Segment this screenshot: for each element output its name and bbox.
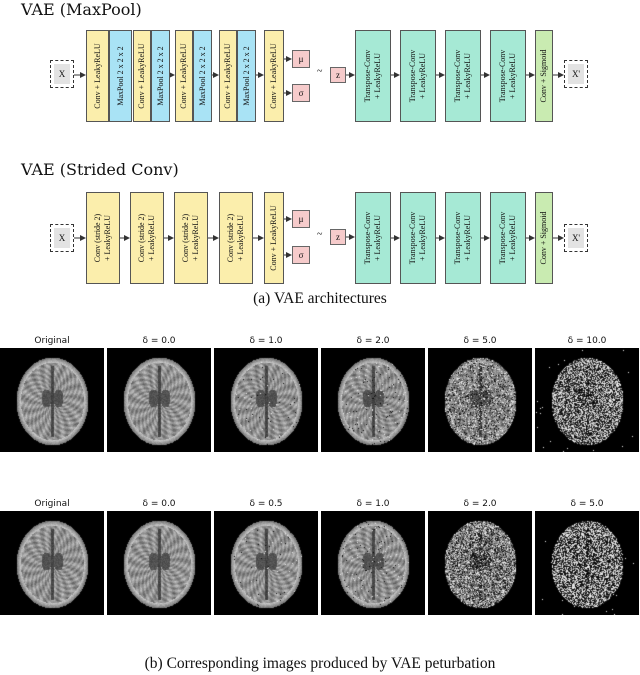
strided-output-node: X' xyxy=(564,224,588,252)
strided-sampling-tilde: ~ xyxy=(317,229,323,240)
row1-brain-image-3 xyxy=(321,348,425,452)
row2-brain-image-5 xyxy=(535,511,639,615)
brain-mri-slice xyxy=(321,511,425,615)
brain-mri-slice xyxy=(535,511,639,615)
brain-mri-slice xyxy=(107,511,211,615)
maxpool-output-label: X' xyxy=(568,64,584,84)
brain-mri-slice xyxy=(0,511,104,615)
row2-label-5: δ = 5.0 xyxy=(570,499,604,509)
strided-enc-block-4: Conv + LeakyReLU xyxy=(264,192,284,284)
maxpool-sampling-tilde: ~ xyxy=(317,66,323,77)
maxpool-z-node: z xyxy=(330,67,346,83)
brain-mri-slice xyxy=(214,348,318,452)
maxpool-dec-block-3: Transpose-Conv+ LeakyReLU xyxy=(490,30,526,122)
maxpool-enc-block-5: MaxPool 2 x 2 x 2 xyxy=(193,30,212,122)
strided-input-node: X xyxy=(50,224,74,252)
caption-a: (a) VAE architectures xyxy=(253,290,387,307)
strided-z-node: z xyxy=(330,229,346,245)
row2-label-4: δ = 2.0 xyxy=(463,499,497,509)
row1-label-4: δ = 5.0 xyxy=(463,336,497,346)
row1-brain-image-0 xyxy=(0,348,104,452)
row1-brain-image-1 xyxy=(107,348,211,452)
maxpool-input-label: X xyxy=(54,64,70,84)
maxpool-enc-block-0: Conv + LeakyReLU xyxy=(86,30,109,122)
row1-label-3: δ = 2.0 xyxy=(356,336,390,346)
row2-label-0: Original xyxy=(34,499,70,509)
strided-dec-block-4: Conv + Sigmoid xyxy=(535,192,553,284)
row1-label-2: δ = 1.0 xyxy=(249,336,283,346)
strided-dec-block-0: Transpose-Conv+ LeakyReLU xyxy=(355,192,391,284)
row2-label-3: δ = 1.0 xyxy=(356,499,390,509)
row2-label-2: δ = 0.5 xyxy=(249,499,283,509)
arrow-layer xyxy=(74,56,564,258)
row2-brain-image-3 xyxy=(321,511,425,615)
strided-enc-block-2: Conv (stride 2)+ LeakyReLU xyxy=(174,192,208,284)
maxpool-enc-block-6: Conv + LeakyReLU xyxy=(219,30,237,122)
strided-dec-block-2: Transpose-Conv+ LeakyReLU xyxy=(445,192,481,284)
maxpool-enc-block-2: Conv + LeakyReLU xyxy=(133,30,151,122)
maxpool-dec-block-4: Conv + Sigmoid xyxy=(535,30,553,122)
maxpool-enc-block-7: MaxPool 2 x 2 x 2 xyxy=(237,30,256,122)
row1-brain-image-5 xyxy=(535,348,639,452)
row1-label-5: δ = 10.0 xyxy=(567,336,607,346)
row1-brain-image-2 xyxy=(214,348,318,452)
maxpool-enc-block-3: MaxPool 2 x 2 x 2 xyxy=(151,30,170,122)
brain-mri-slice xyxy=(214,511,318,615)
strided-mu-node: μ xyxy=(292,210,310,228)
brain-mri-slice xyxy=(535,348,639,452)
strided-title: VAE (Strided Conv) xyxy=(21,160,179,179)
maxpool-enc-block-4: Conv + LeakyReLU xyxy=(175,30,193,122)
brain-mri-slice xyxy=(321,348,425,452)
row2-brain-image-0 xyxy=(0,511,104,615)
maxpool-mu-node: μ xyxy=(292,50,310,68)
maxpool-dec-block-2: Transpose-Conv+ LeakyReLU xyxy=(445,30,481,122)
row1-label-0: Original xyxy=(34,336,70,346)
strided-sigma-node: σ xyxy=(292,246,310,264)
row1-label-1: δ = 0.0 xyxy=(142,336,176,346)
maxpool-input-node: X xyxy=(50,60,74,88)
maxpool-sigma-node: σ xyxy=(292,84,310,102)
row1-brain-image-4 xyxy=(428,348,532,452)
brain-mri-slice xyxy=(0,348,104,452)
maxpool-title: VAE (MaxPool) xyxy=(21,0,142,19)
brain-mri-slice xyxy=(428,348,532,452)
strided-enc-block-1: Conv (stride 2)+ LeakyReLU xyxy=(130,192,164,284)
maxpool-enc-block-1: MaxPool 2 x 2 x 2 xyxy=(109,30,132,122)
brain-mri-slice xyxy=(428,511,532,615)
brain-mri-slice xyxy=(107,348,211,452)
row2-brain-image-2 xyxy=(214,511,318,615)
maxpool-enc-block-8: Conv + LeakyReLU xyxy=(264,30,284,122)
strided-input-label: X xyxy=(54,228,70,248)
maxpool-dec-block-1: Transpose-Conv+ LeakyReLU xyxy=(400,30,436,122)
maxpool-output-node: X' xyxy=(564,60,588,88)
strided-enc-block-3: Conv (stride 2)+ LeakyReLU xyxy=(219,192,253,284)
strided-dec-block-3: Transpose-Conv+ LeakyReLU xyxy=(490,192,526,284)
row2-brain-image-1 xyxy=(107,511,211,615)
row2-brain-image-4 xyxy=(428,511,532,615)
caption-b: (b) Corresponding images produced by VAE… xyxy=(144,655,496,672)
maxpool-dec-block-0: Transpose-Conv+ LeakyReLU xyxy=(355,30,391,122)
strided-enc-block-0: Conv (stride 2)+ LeakyReLU xyxy=(86,192,120,284)
strided-output-label: X' xyxy=(568,228,584,248)
strided-dec-block-1: Transpose-Conv+ LeakyReLU xyxy=(400,192,436,284)
row2-label-1: δ = 0.0 xyxy=(142,499,176,509)
